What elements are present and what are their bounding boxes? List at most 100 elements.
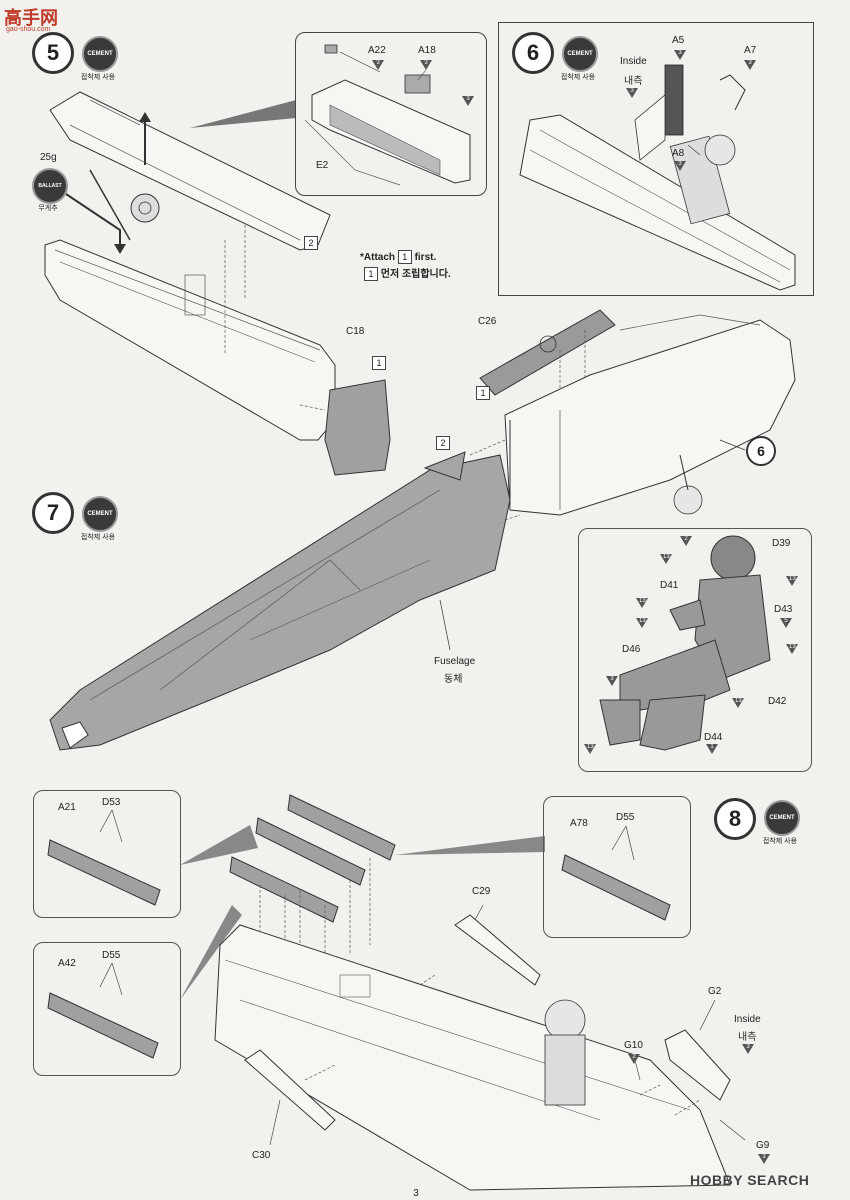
callout-leader-8c: [395, 836, 545, 855]
part-label-g10: G10: [624, 1040, 643, 1051]
part-c30: [244, 1049, 336, 1131]
part-upper-cover: [49, 91, 331, 251]
part-label-a21: A21: [58, 802, 76, 813]
fuselage-half: [44, 239, 336, 441]
subassembly-box-2: 2: [436, 436, 450, 450]
part-label-a8: A8: [672, 148, 685, 159]
attach-note-kr: 1 먼저 조립합니다.: [364, 265, 451, 281]
paint-code-marker: 13: [636, 618, 648, 628]
step-6-reference: 6: [746, 436, 776, 466]
part-c18: [324, 379, 391, 476]
paint-code-marker: 3: [742, 1044, 754, 1054]
paint-code-marker: 13: [786, 576, 798, 586]
pylon-3: [229, 856, 339, 923]
cement-caption: 접착제 사용: [80, 74, 116, 81]
part-c26: [479, 309, 616, 396]
step-8-inset-a78: [543, 796, 691, 938]
part-c29: [454, 914, 541, 986]
ballast-weight: 25g: [40, 152, 57, 163]
step-7-number: 7: [32, 492, 74, 534]
pylon-1: [287, 794, 396, 861]
seat-disc: [130, 193, 160, 223]
part-label-a5: A5: [672, 35, 685, 46]
step-5-inset: [295, 32, 487, 196]
lower-fuselage: [214, 924, 731, 1191]
forward-fuselage: [504, 319, 796, 516]
part-g2: [664, 1029, 731, 1101]
inside-label-kr: 내측: [624, 76, 643, 87]
paint-code-marker: 1: [706, 744, 718, 754]
page-number: 3: [413, 1188, 419, 1199]
cement-caption: 접착제 사용: [80, 534, 116, 541]
paint-code-marker: 3: [758, 1154, 770, 1164]
cement-icon: CEMENT: [562, 36, 598, 72]
part-label-d42: D42: [768, 696, 787, 707]
site-logo: 高手网: [4, 8, 58, 28]
cement-icon: CEMENT: [82, 496, 118, 532]
part-label-d55: D55: [102, 950, 121, 961]
part-label-a78: A78: [570, 818, 588, 829]
paint-code-marker: 3: [372, 60, 384, 70]
paint-code-marker: 3: [674, 50, 686, 60]
part-label-d55: D55: [616, 812, 635, 823]
inside-label: Inside: [620, 56, 647, 67]
site-url: gao-shou.com: [6, 26, 51, 33]
part-label-a18: A18: [418, 45, 436, 56]
step-5-number: 5: [32, 32, 74, 74]
part-label-d44: D44: [704, 732, 723, 743]
inside-label-kr: 내측: [738, 1032, 757, 1043]
callout-leader-8a: [180, 825, 258, 865]
part-label-g2: G2: [708, 986, 722, 997]
part-label-c29: C29: [472, 886, 491, 897]
paint-code-marker: 3: [626, 88, 638, 98]
subassembly-box-1: 1: [476, 386, 490, 400]
ballast-icon: BALLAST: [32, 168, 68, 204]
part-label-c18: C18: [346, 326, 365, 337]
cockpit-section: [519, 114, 796, 291]
paint-code-marker: 3: [744, 60, 756, 70]
part-label-a42: A42: [58, 958, 76, 969]
ballast-caption: 무게추: [38, 205, 58, 212]
attach-note: *Attach 1 first.: [360, 250, 437, 264]
cement-caption: 접착제 사용: [560, 74, 596, 81]
part-label-d53: D53: [102, 797, 121, 808]
part-label-c26: C26: [478, 316, 497, 327]
paint-code-marker: 13: [786, 644, 798, 654]
step-6-number: 6: [512, 32, 554, 74]
paint-code-marker: 13: [732, 698, 744, 708]
paint-code-marker: 13: [584, 744, 596, 754]
paint-code-marker: 13: [636, 598, 648, 608]
paint-code-marker: 3: [606, 676, 618, 686]
cement-icon: CEMENT: [764, 800, 800, 836]
hobby-search-logo: HOBBY SEARCH: [690, 1172, 810, 1188]
fuselage-main: [49, 454, 511, 751]
inside-label: Inside: [734, 1014, 761, 1025]
cement-icon: CEMENT: [82, 36, 118, 72]
part-label-c30: C30: [252, 1150, 271, 1161]
part-label-d41: D41: [660, 580, 679, 591]
cement-caption: 접착제 사용: [762, 838, 798, 845]
part-label-d46: D46: [622, 644, 641, 655]
paint-code-marker: 5: [780, 618, 792, 628]
part-label-a7: A7: [744, 45, 757, 56]
part-label-g9: G9: [756, 1140, 770, 1151]
step-8-inset-a42: [33, 942, 181, 1076]
part-label-d43: D43: [774, 604, 793, 615]
nose-wheel: [673, 485, 703, 515]
paint-code-marker: 2: [680, 536, 692, 546]
step-8-number: 8: [714, 798, 756, 840]
subassembly-box-2: 2: [304, 236, 318, 250]
part-label-e2: E2: [316, 160, 329, 171]
part-label-a22: A22: [368, 45, 386, 56]
step-6-panel: [498, 22, 814, 296]
paint-code-marker: 3: [674, 161, 686, 171]
step-8-inset-a21: [33, 790, 181, 918]
part-label-d39: D39: [772, 538, 791, 549]
pylon-2: [255, 817, 366, 886]
pilot-panel: [578, 528, 812, 772]
callout-leader: [190, 100, 296, 128]
subassembly-box-1: 1: [372, 356, 386, 370]
paint-code-marker: 13: [660, 554, 672, 564]
paint-code-marker: 2: [628, 1054, 640, 1064]
